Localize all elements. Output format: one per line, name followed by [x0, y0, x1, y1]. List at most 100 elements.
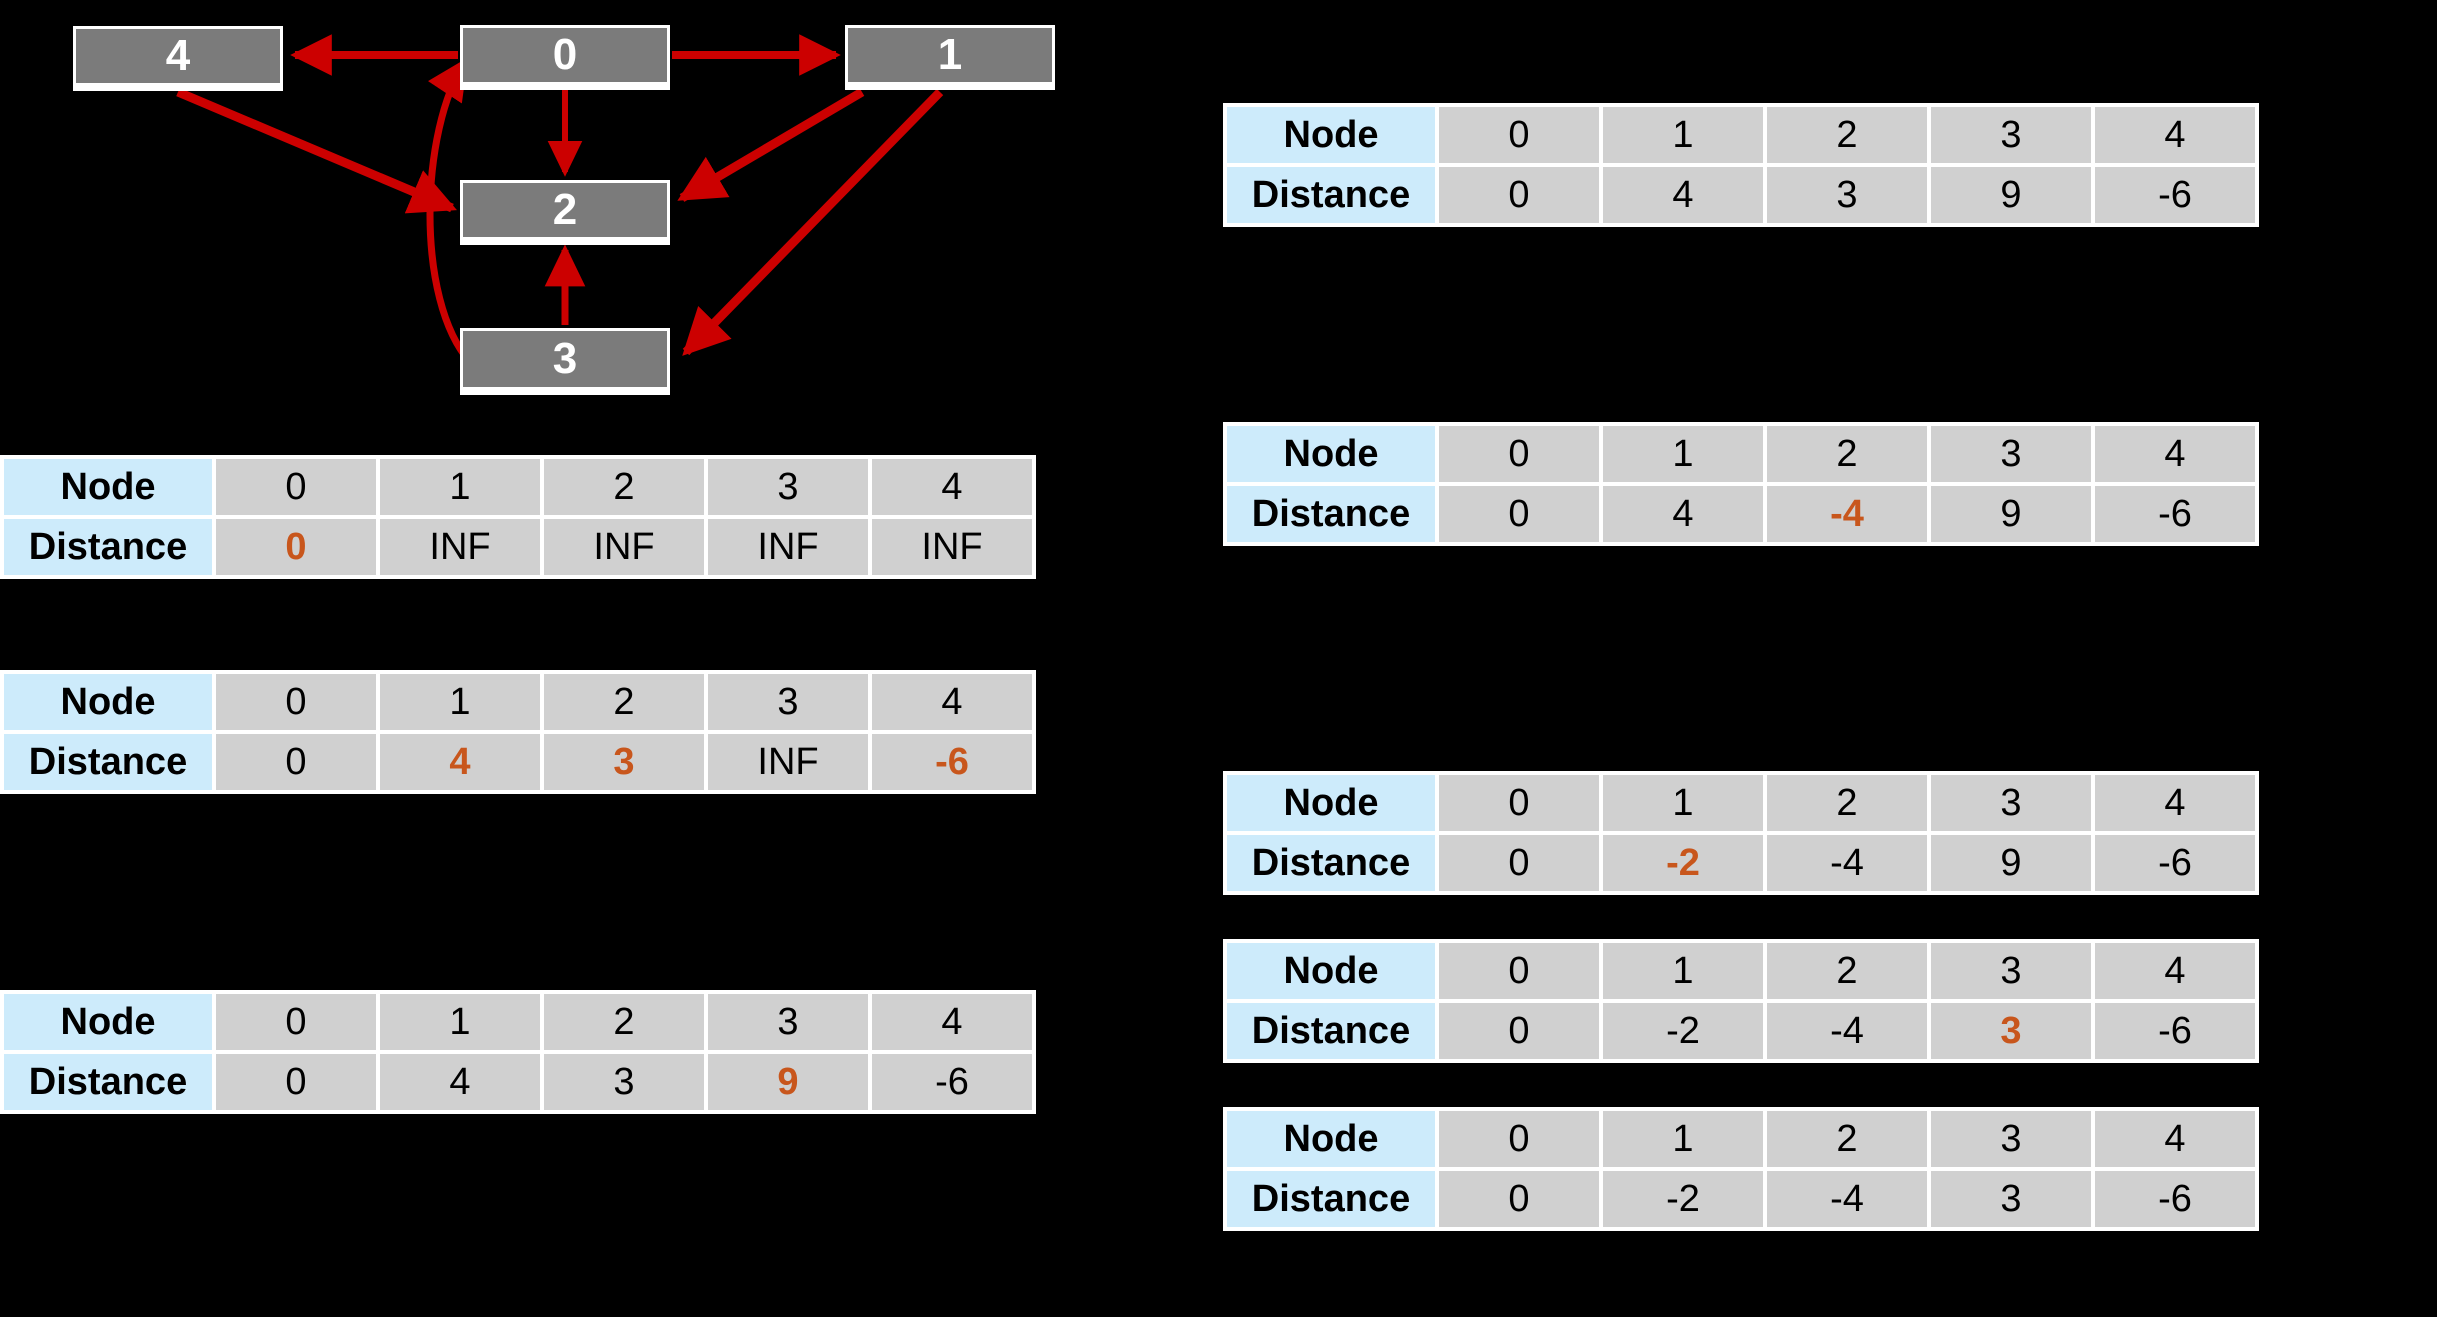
- graph-node-label: 4: [165, 31, 191, 80]
- distance-value-cell: -6: [872, 734, 1032, 790]
- distance-value-cell: 9: [708, 1054, 868, 1110]
- distance-value-cell: 3: [1931, 1171, 2091, 1227]
- node-row-header: Node: [1227, 426, 1435, 482]
- node-id-cell: 2: [1767, 426, 1927, 482]
- node-id-cell: 2: [544, 994, 704, 1050]
- node-id-cell: 1: [380, 459, 540, 515]
- node-id-cell: 1: [380, 994, 540, 1050]
- node-id-cell: 2: [1767, 775, 1927, 831]
- distance-value-cell: -6: [2095, 1171, 2255, 1227]
- distance-value-cell: -2: [1603, 1003, 1763, 1059]
- node-row-header: Node: [4, 674, 212, 730]
- node-id-cell: 0: [1439, 1111, 1599, 1167]
- distance-value-cell: 0: [216, 1054, 376, 1110]
- distance-value-cell: -4: [1767, 486, 1927, 542]
- distance-value-cell: 4: [1603, 167, 1763, 223]
- edge-1-to-3: [682, 88, 944, 356]
- distance-value-cell: 0: [1439, 835, 1599, 891]
- node-id-cell: 2: [1767, 107, 1927, 163]
- node-id-cell: 0: [216, 994, 376, 1050]
- distance-value-cell: 9: [1931, 486, 2091, 542]
- distance-value-cell: 9: [1931, 167, 2091, 223]
- distance-row-header: Distance: [1227, 1171, 1435, 1227]
- distance-value-cell: -6: [2095, 835, 2255, 891]
- distance-value-cell: -6: [2095, 167, 2255, 223]
- distance-value-cell: -6: [872, 1054, 1032, 1110]
- node-id-cell: 3: [708, 459, 868, 515]
- distance-value-cell: -4: [1767, 1003, 1927, 1059]
- node-row-header: Node: [1227, 107, 1435, 163]
- node-id-cell: 4: [2095, 943, 2255, 999]
- node-id-cell: 3: [1931, 943, 2091, 999]
- distance-row-header: Distance: [1227, 835, 1435, 891]
- node-row-header: Node: [4, 994, 212, 1050]
- distance-value-cell: -6: [2095, 1003, 2255, 1059]
- node-id-cell: 3: [1931, 1111, 2091, 1167]
- distance-value-cell: 3: [1767, 167, 1927, 223]
- graph-node-label: 3: [552, 334, 578, 383]
- distance-value-cell: 4: [1603, 486, 1763, 542]
- distance-value-cell: INF: [544, 519, 704, 575]
- graph-node-label: 0: [552, 30, 578, 79]
- node-id-cell: 1: [1603, 943, 1763, 999]
- distance-value-cell: -2: [1603, 835, 1763, 891]
- graph-node-2[interactable]: 2: [460, 180, 670, 240]
- distance-value-cell: 4: [380, 1054, 540, 1110]
- distance-value-cell: 3: [544, 734, 704, 790]
- node-row-header: Node: [1227, 1111, 1435, 1167]
- distance-row-header: Distance: [4, 519, 212, 575]
- graph-node-4[interactable]: 4: [73, 26, 283, 86]
- graph-node-1[interactable]: 1: [845, 25, 1055, 85]
- node-id-cell: 1: [380, 674, 540, 730]
- node-id-cell: 2: [1767, 1111, 1927, 1167]
- node-row-header: Node: [4, 459, 212, 515]
- node-id-cell: 3: [708, 674, 868, 730]
- node-id-cell: 3: [1931, 775, 2091, 831]
- node-id-cell: 1: [1603, 1111, 1763, 1167]
- node-id-cell: 1: [1603, 107, 1763, 163]
- edge-1-to-2: [677, 88, 865, 202]
- distance-value-cell: 9: [1931, 835, 2091, 891]
- edge-4-to-2: [176, 87, 457, 214]
- node-id-cell: 3: [1931, 426, 2091, 482]
- distance-value-cell: INF: [380, 519, 540, 575]
- graph-edges-layer: [176, 34, 944, 365]
- node-id-cell: 3: [708, 994, 868, 1050]
- distance-value-cell: INF: [872, 519, 1032, 575]
- distance-value-cell: 3: [1931, 1003, 2091, 1059]
- distance-row-header: Distance: [1227, 167, 1435, 223]
- edge-3-to-0: [426, 57, 473, 365]
- distance-value-cell: INF: [708, 519, 868, 575]
- node-id-cell: 2: [544, 459, 704, 515]
- distance-value-cell: -6: [2095, 486, 2255, 542]
- node-row-header: Node: [1227, 775, 1435, 831]
- graph-node-0[interactable]: 0: [460, 25, 670, 85]
- distance-value-cell: -2: [1603, 1171, 1763, 1227]
- node-id-cell: 0: [1439, 775, 1599, 831]
- node-id-cell: 0: [1439, 426, 1599, 482]
- graph-node-3[interactable]: 3: [460, 328, 670, 390]
- distance-value-cell: 0: [1439, 1003, 1599, 1059]
- node-id-cell: 2: [544, 674, 704, 730]
- distance-row-header: Distance: [1227, 1003, 1435, 1059]
- node-id-cell: 2: [1767, 943, 1927, 999]
- node-id-cell: 4: [872, 674, 1032, 730]
- distance-value-cell: 0: [1439, 1171, 1599, 1227]
- distance-row-header: Distance: [4, 1054, 212, 1110]
